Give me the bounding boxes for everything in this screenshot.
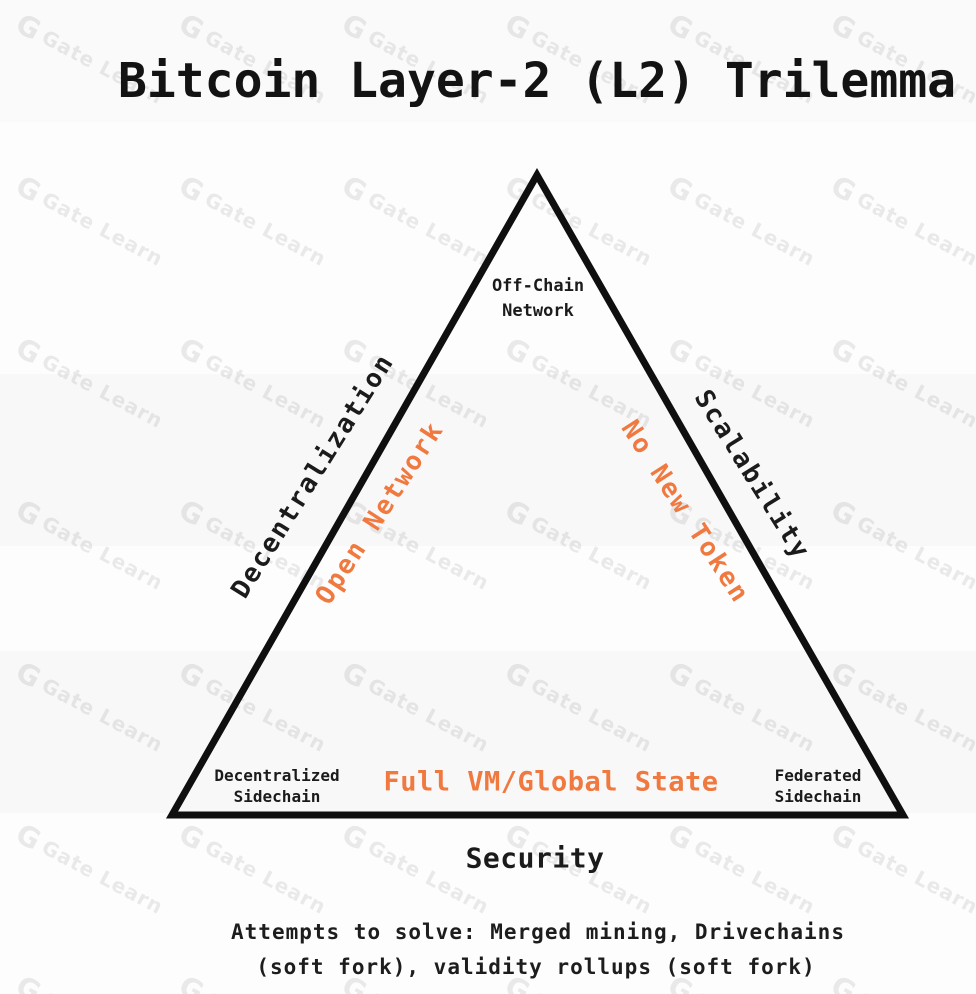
page-title: Bitcoin Layer-2 (L2) Trilemma xyxy=(117,53,957,109)
triangle-shape xyxy=(165,167,910,819)
bottom-edge-label-security: Security xyxy=(465,841,605,875)
apex-label-offchain-network: Off-Chain Network xyxy=(491,276,585,321)
inner-bottom-label-full-vm-global-state: Full VM/Global State xyxy=(383,766,719,798)
bottom-left-label-decentralized-sidechain: Decentralized Sidechain xyxy=(214,766,340,806)
footnote-line2: (soft fork), validity rollups (soft fork… xyxy=(256,955,816,979)
bottom-right-label-federated-sidechain: Federated Sidechain xyxy=(774,766,862,806)
footnote-line1: Attempts to solve: Merged mining, Drivec… xyxy=(231,920,845,944)
